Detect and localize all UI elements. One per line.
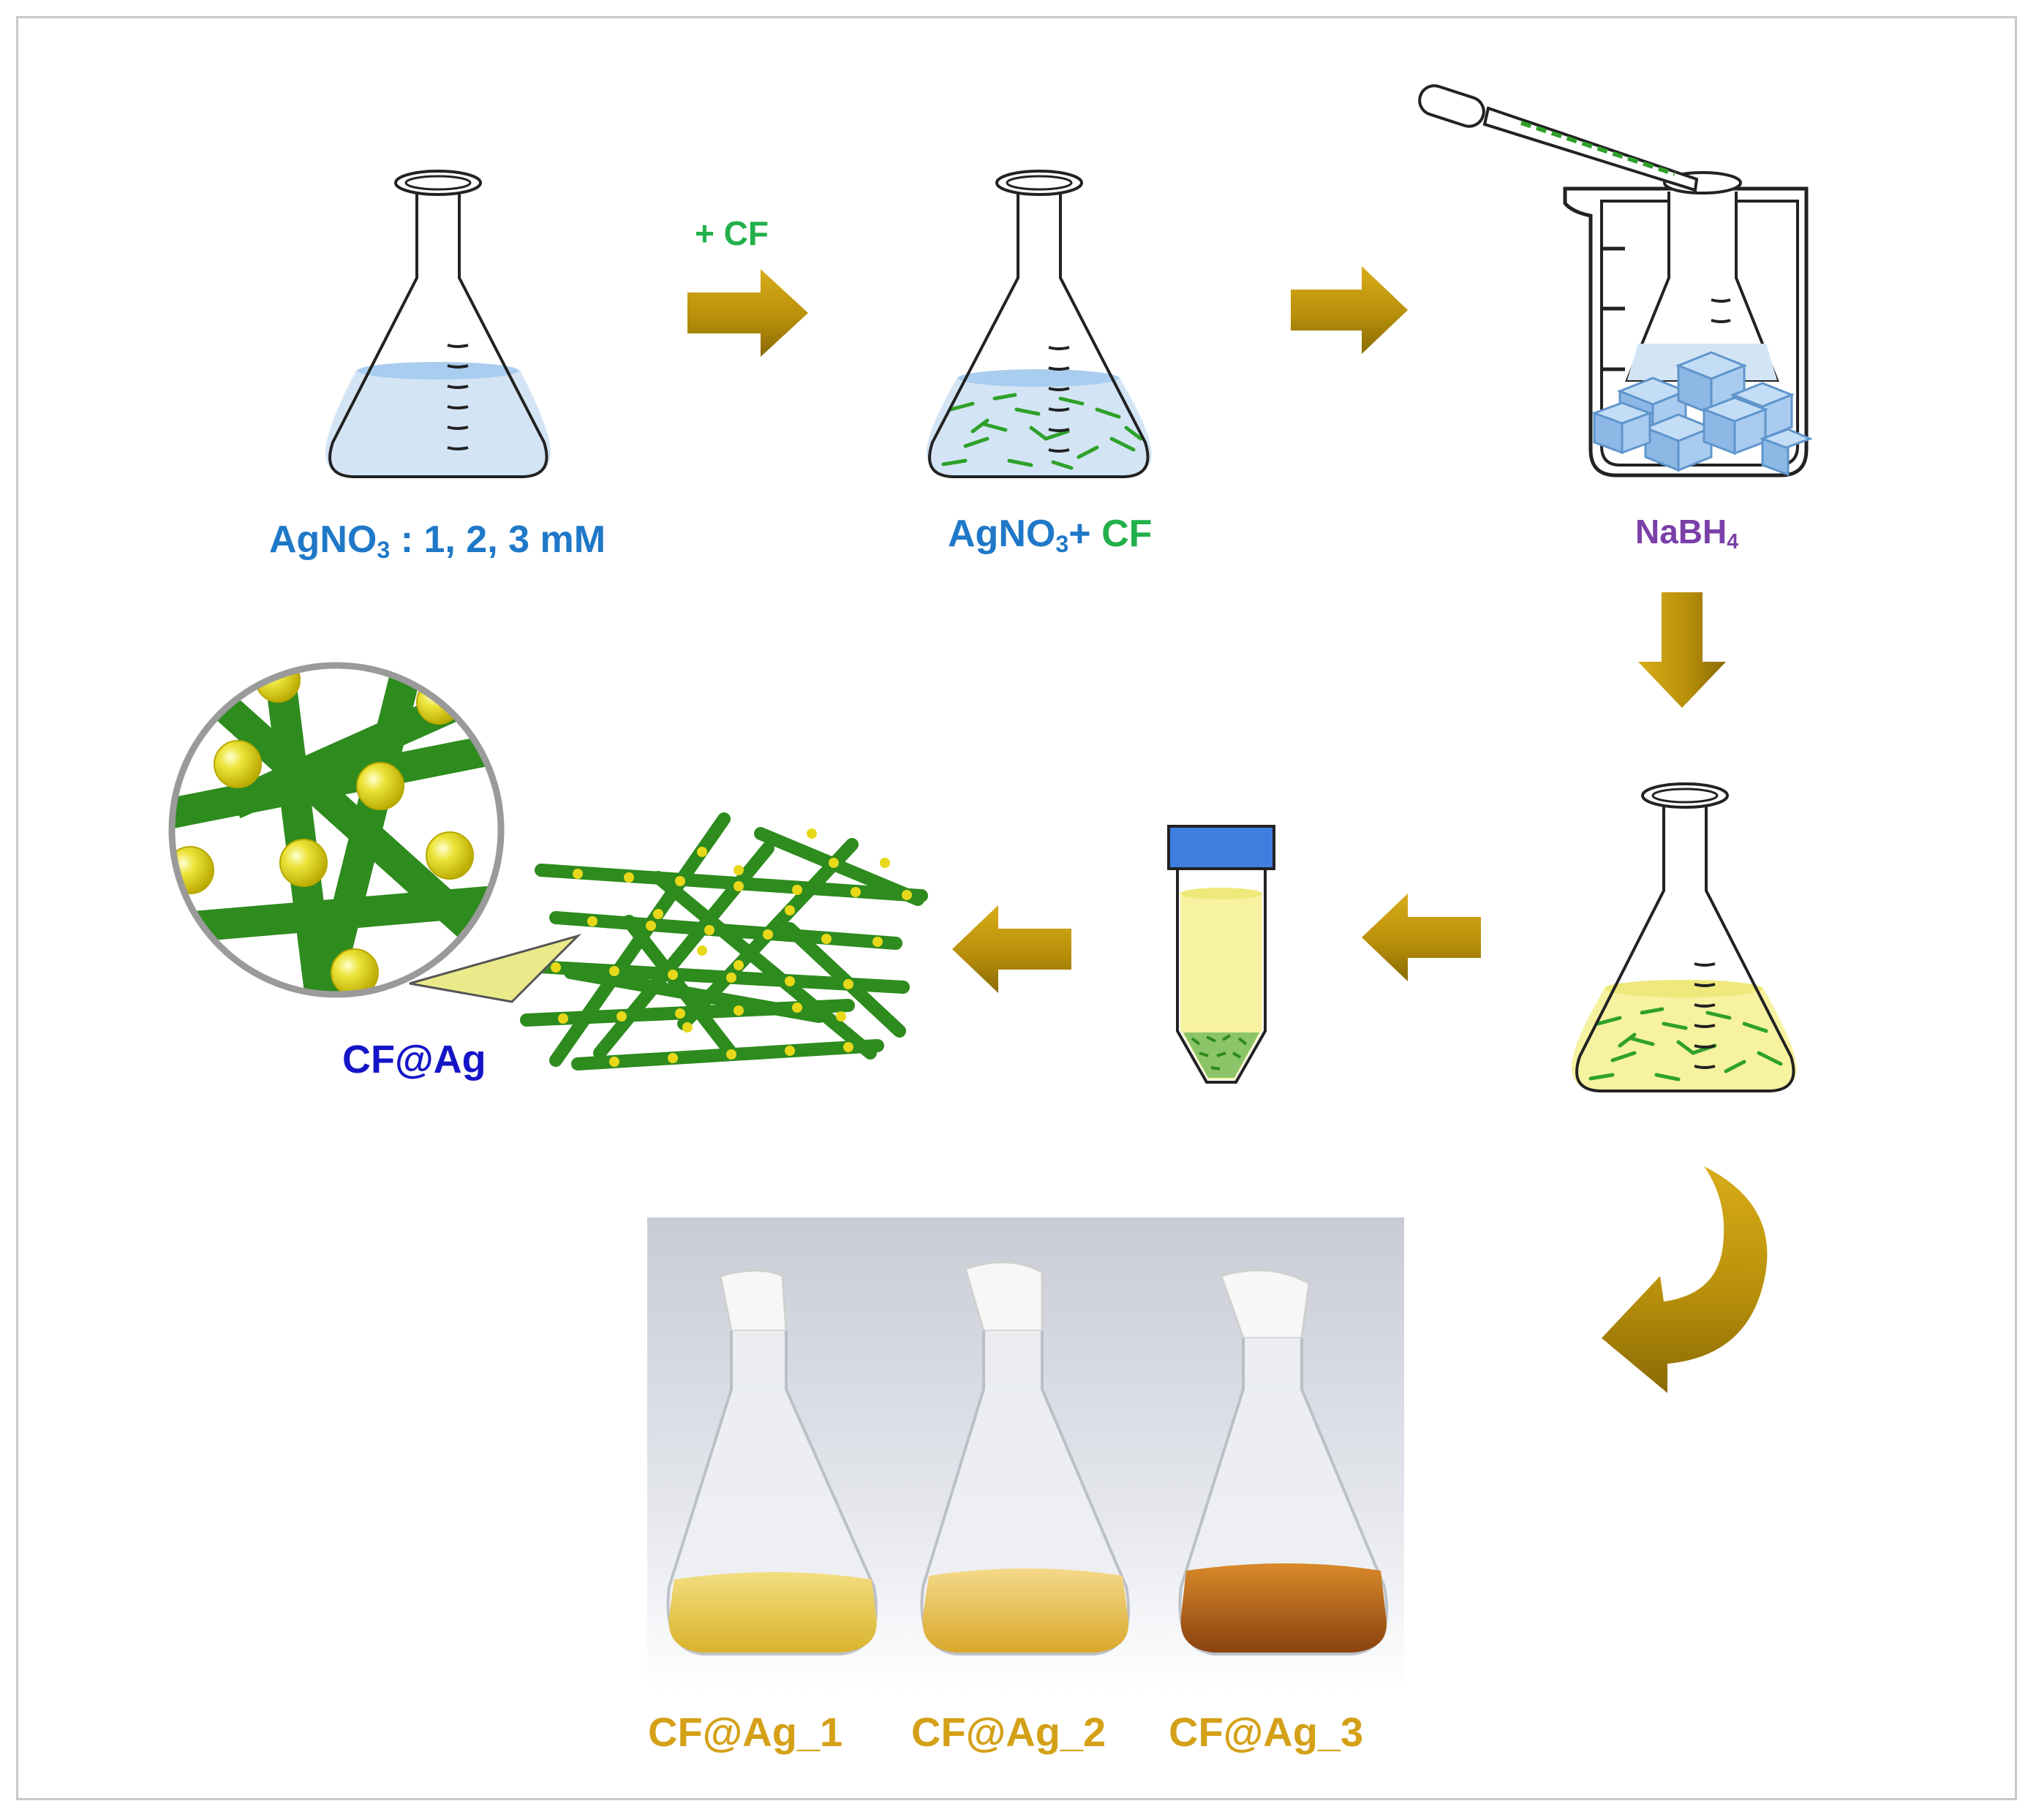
sample-label-3: CF@Ag_3 xyxy=(1169,1709,1364,1755)
arrow-left-icon xyxy=(1362,894,1481,981)
flask-icon xyxy=(325,170,551,478)
sample-photo xyxy=(647,1217,1404,1693)
centrifuge-tube-icon xyxy=(1167,825,1275,1084)
arrow-left-icon xyxy=(952,905,1071,993)
flask-icon xyxy=(920,1261,1130,1655)
cf-ag-label: CF@Ag xyxy=(342,1038,486,1081)
silver-nanoparticles xyxy=(551,828,912,1067)
flask-icon xyxy=(1571,782,1797,1092)
figure-frame xyxy=(16,16,2017,1800)
sample-label-2: CF@Ag_2 xyxy=(911,1709,1106,1755)
flask-icon xyxy=(666,1269,878,1655)
add-cf-label: + CF xyxy=(695,214,769,252)
arrow-right-icon xyxy=(1291,266,1408,354)
arrow-down-icon xyxy=(1638,592,1726,708)
magnifier-icon xyxy=(168,662,582,1003)
flask-icon xyxy=(1178,1269,1388,1655)
ice-icon xyxy=(1591,351,1814,477)
arrow-right-icon xyxy=(687,269,808,357)
pipette-icon xyxy=(1418,84,1699,192)
sample-label-1: CF@Ag_1 xyxy=(648,1709,843,1755)
flask-icon xyxy=(926,170,1152,478)
curved-arrow-icon xyxy=(1602,1166,1768,1393)
agno3-concentration-label: AgNO3 : 1, 2, 3 mM xyxy=(269,518,606,564)
nabh4-label: NaBH4 xyxy=(1635,513,1739,554)
agno3-cf-mix-label: AgNO3+ CF xyxy=(948,513,1153,558)
